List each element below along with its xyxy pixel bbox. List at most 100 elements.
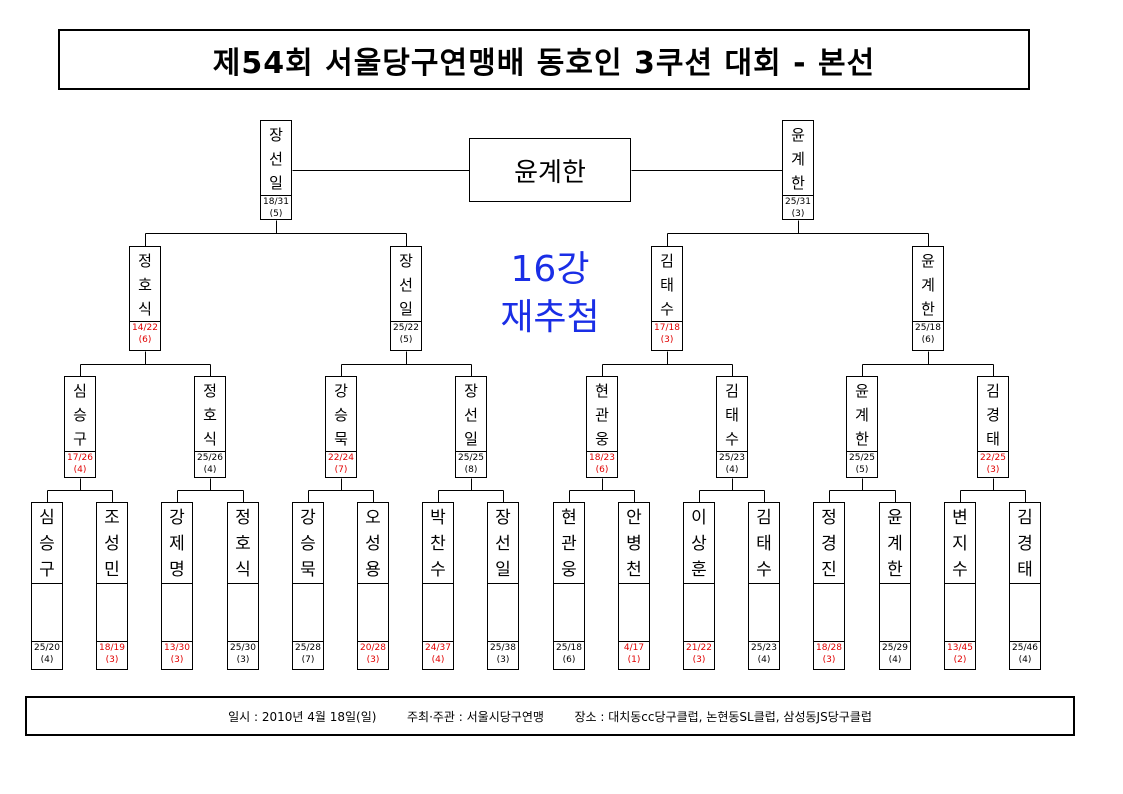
box-divider	[32, 583, 62, 584]
box-divider	[619, 583, 649, 584]
match-score: 25/20	[34, 643, 60, 653]
box-divider	[814, 641, 844, 642]
box-divider	[978, 451, 1008, 452]
match-innings: (3)	[366, 655, 380, 665]
box-divider	[32, 641, 62, 642]
box-divider	[358, 583, 388, 584]
match-innings: (6)	[595, 465, 609, 475]
match-innings: (3)	[660, 335, 674, 345]
match-score: 18/31	[263, 197, 289, 207]
match-score: 22/25	[980, 453, 1006, 463]
box-divider	[554, 641, 584, 642]
match-innings: (3)	[105, 655, 119, 665]
box-divider	[358, 641, 388, 642]
match-innings: (4)	[203, 465, 217, 475]
match-score: 22/24	[328, 453, 354, 463]
box-divider	[97, 641, 127, 642]
match-score: 13/30	[164, 643, 190, 653]
match-score: 18/19	[99, 643, 125, 653]
footer-date: 일시 : 2010년 4월 18일(일)	[228, 709, 377, 724]
match-innings: (2)	[953, 655, 967, 665]
match-score: 25/18	[915, 323, 941, 333]
match-score: 25/25	[458, 453, 484, 463]
match-innings: (3)	[986, 465, 1000, 475]
box-divider	[488, 583, 518, 584]
match-score: 17/18	[654, 323, 680, 333]
match-innings: (7)	[334, 465, 348, 475]
box-divider	[652, 321, 682, 322]
box-divider	[162, 583, 192, 584]
box-divider	[684, 641, 714, 642]
box-divider	[1010, 641, 1040, 642]
match-score: 25/29	[882, 643, 908, 653]
match-score: 18/23	[589, 453, 615, 463]
match-score: 25/23	[719, 453, 745, 463]
box-divider	[97, 583, 127, 584]
round-label: 16강 재추첨	[470, 246, 630, 342]
match-score: 25/28	[295, 643, 321, 653]
match-score: 25/30	[230, 643, 256, 653]
box-divider	[814, 583, 844, 584]
match-score: 25/22	[393, 323, 419, 333]
match-score: 20/28	[360, 643, 386, 653]
box-divider	[228, 583, 258, 584]
match-innings: (4)	[40, 655, 54, 665]
box-divider	[587, 451, 617, 452]
match-score: 13/45	[947, 643, 973, 653]
match-innings: (6)	[562, 655, 576, 665]
footer-info: 일시 : 2010년 4월 18일(일) 주최·주관 : 서울시당구연맹 장소 …	[25, 696, 1075, 736]
box-divider	[326, 451, 356, 452]
page-title: 제54회 서울당구연맹배 동호인 3쿠션 대회 - 본선	[212, 45, 876, 81]
box-divider	[619, 641, 649, 642]
match-innings: (6)	[138, 335, 152, 345]
round-label-line-2: 재추첨	[500, 297, 600, 338]
match-innings: (5)	[855, 465, 869, 475]
match-score: 17/26	[67, 453, 93, 463]
match-innings: (3)	[822, 655, 836, 665]
box-divider	[293, 583, 323, 584]
footer-venue: 장소 : 대치동cc당구클럽, 논현동SL클럽, 삼성동JS당구클럽	[574, 709, 872, 724]
box-divider	[130, 321, 160, 322]
box-divider	[847, 451, 877, 452]
box-divider	[228, 641, 258, 642]
match-innings: (3)	[496, 655, 510, 665]
match-score: 25/25	[849, 453, 875, 463]
match-score: 25/18	[556, 643, 582, 653]
champion-name: 윤계한	[514, 157, 586, 188]
match-innings: (4)	[888, 655, 902, 665]
box-divider	[749, 641, 779, 642]
match-innings: (5)	[399, 335, 413, 345]
match-innings: (3)	[236, 655, 250, 665]
box-divider	[913, 321, 943, 322]
